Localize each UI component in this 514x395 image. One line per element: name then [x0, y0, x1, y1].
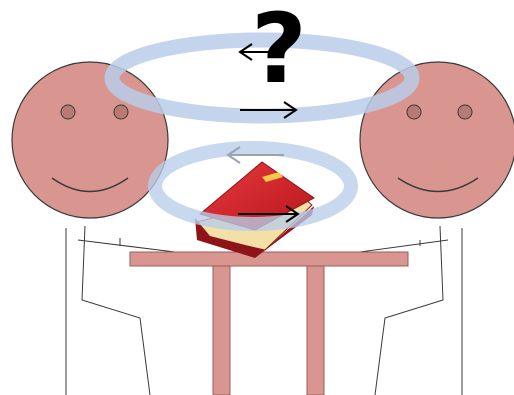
- left-person-eye-left: [61, 105, 75, 119]
- right-person-head: [360, 62, 514, 218]
- left-person-eye-right: [114, 105, 128, 119]
- right-person-eye-left: [407, 105, 421, 119]
- left-person-body: [66, 226, 175, 395]
- left-person: [12, 62, 175, 395]
- book: [195, 162, 314, 258]
- table-top: [130, 252, 408, 266]
- right-person-eye-right: [458, 105, 472, 119]
- table: [130, 252, 408, 395]
- table-leg-left: [213, 266, 230, 395]
- question-mark: ?: [251, 0, 307, 105]
- table-leg-right: [307, 266, 324, 395]
- right-person-body: [330, 226, 462, 395]
- left-person-head: [12, 62, 168, 218]
